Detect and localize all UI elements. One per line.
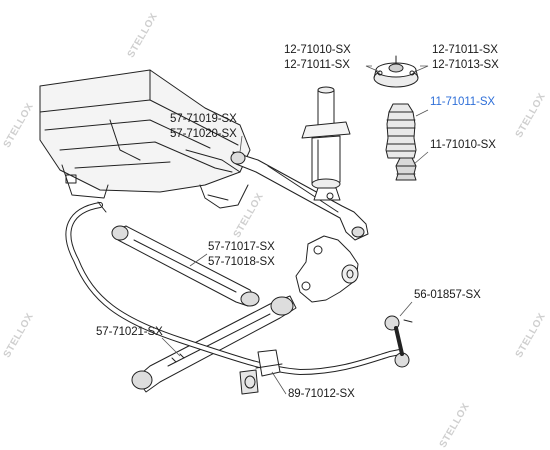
label-stabilizer-bushing: 89-71012-SX (288, 388, 355, 400)
stabilizer-bar (65, 201, 403, 375)
label-rear-arm-a: 57-71017-SX (208, 241, 275, 253)
upper-arm (230, 151, 369, 241)
label-top-mount-right-b: 12-71013-SX (432, 59, 499, 71)
rear-arm (111, 225, 260, 307)
lower-arm (131, 295, 297, 393)
label-dust-boot: 11-71011-SX (430, 96, 495, 108)
rear-subframe (39, 69, 251, 209)
label-bump-stop: 11-71010-SX (430, 139, 496, 151)
bump-stop (395, 157, 417, 181)
knuckle (295, 235, 359, 303)
label-upper-arm-b: 57-71020-SX (170, 128, 237, 140)
stabilizer-link (384, 315, 413, 368)
stabilizer-bushings (239, 349, 283, 395)
label-upper-arm-a: 57-71019-SX (170, 113, 237, 125)
label-top-mount-right-a: 12-71011-SX (432, 44, 498, 56)
label-lower-arm: 57-71021-SX (96, 326, 163, 338)
label-top-mount-left-a: 12-71010-SX (284, 44, 351, 56)
label-top-mount-left-b: 12-71011-SX (284, 59, 350, 71)
shock-absorber (301, 86, 351, 201)
label-rear-arm-b: 57-71018-SX (208, 256, 275, 268)
label-stabilizer-link: 56-01857-SX (414, 289, 481, 301)
dust-boot (385, 103, 417, 159)
top-mount (373, 55, 419, 88)
